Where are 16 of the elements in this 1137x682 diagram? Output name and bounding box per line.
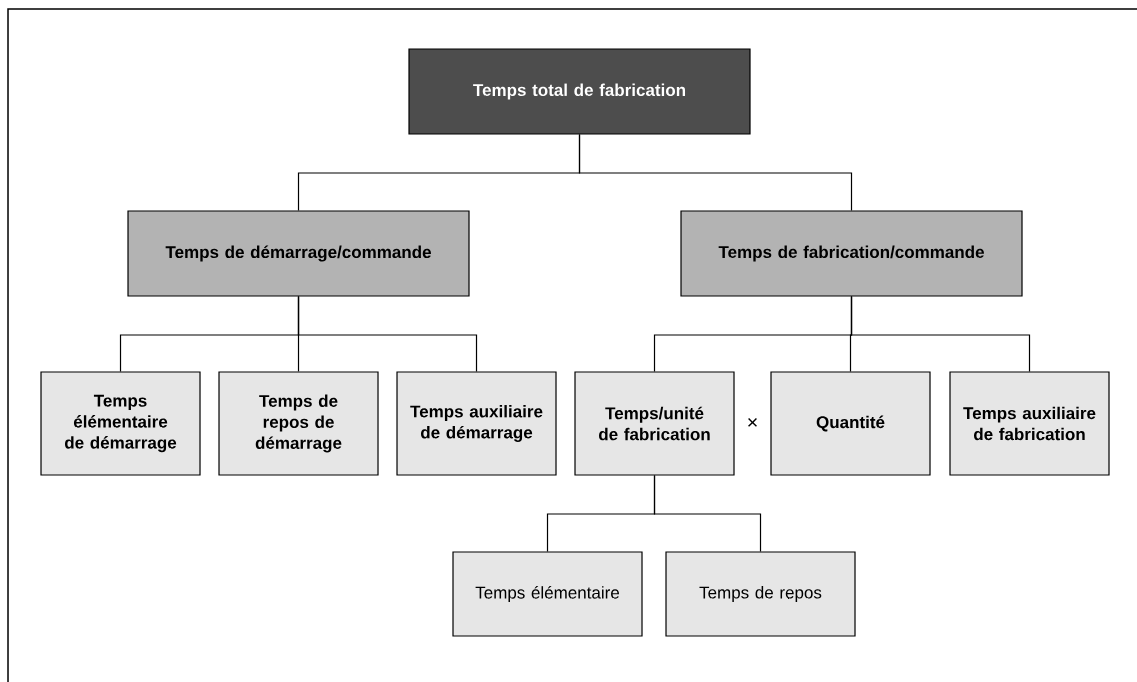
process-box: Temps/unité de fabrication	[574, 371, 735, 476]
process-box: Temps de repos de démarrage	[218, 371, 379, 476]
process-box: Temps auxiliaire de fabrication	[949, 371, 1110, 476]
process-box: Quantité	[770, 371, 931, 476]
connector-line	[297, 296, 478, 372]
process-box: Temps de démarrage/commande	[127, 210, 470, 297]
process-box: Temps élémentaire	[452, 551, 643, 637]
multiply-sign: ×	[748, 417, 757, 427]
process-box: Temps auxiliaire de démarrage	[396, 371, 557, 476]
connector-line	[578, 134, 853, 211]
process-box: Temps élémentaire de démarrage	[40, 371, 201, 476]
process-box: Temps de fabrication/commande	[680, 210, 1023, 297]
connector-line	[850, 296, 1031, 372]
process-box: Temps de repos	[665, 551, 856, 637]
connector-line	[653, 475, 762, 552]
title-box: Temps total de fabrication	[408, 48, 751, 135]
